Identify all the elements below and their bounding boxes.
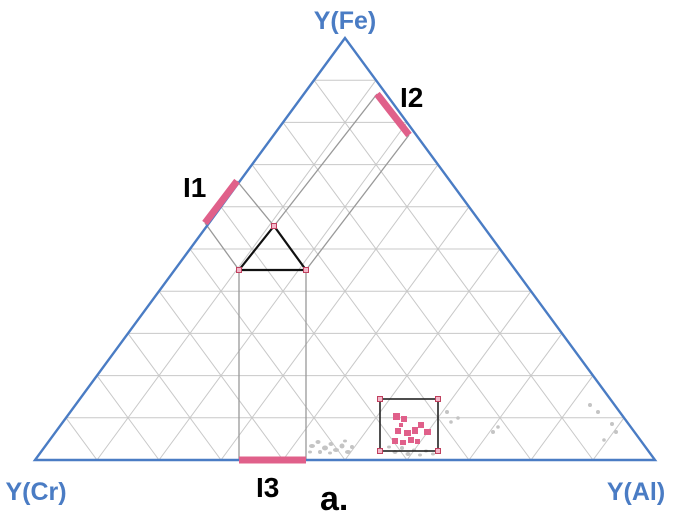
resolution-triangle	[236, 224, 309, 272]
interval-bar-i2	[374, 91, 412, 138]
panel-label: a.	[320, 480, 348, 518]
grid-line-diagonal-a	[592, 417, 625, 461]
triangular-grid	[65, 79, 625, 461]
vertex-label-top: Y(Fe)	[314, 7, 377, 35]
projection-line-i2a	[273, 93, 378, 227]
grid-line-diagonal-b	[189, 248, 346, 461]
selection-box	[379, 398, 439, 452]
projection-lines	[204, 93, 410, 460]
pink-data-points	[392, 413, 431, 445]
interval-label-i2: I2	[400, 82, 423, 113]
interval-bar-i1	[202, 178, 240, 226]
grid-line-diagonal-b	[127, 333, 222, 461]
resolution-triangle-vertices	[236, 223, 309, 273]
grid-line-diagonal-a	[220, 164, 439, 461]
triangle-outline	[32, 35, 658, 462]
interval-label-i3: I3	[256, 472, 279, 503]
grid-line-diagonal-b	[313, 79, 594, 461]
selection-box-corners	[377, 396, 441, 454]
vertex-label-left: Y(Cr)	[5, 478, 66, 506]
interval-label-i1: I1	[183, 172, 206, 203]
grid-line-diagonal-b	[251, 164, 470, 461]
grid-line-diagonal-a	[468, 333, 563, 461]
projection-line-i2b	[305, 134, 410, 271]
grid-line-diagonal-b	[65, 417, 98, 461]
projection-line-i1b	[236, 180, 275, 227]
grey-scatter-points	[308, 403, 618, 457]
projection-line-i1a	[204, 222, 240, 271]
grid-line-diagonal-a	[344, 248, 501, 461]
vertex-label-right: Y(Al)	[607, 478, 665, 506]
